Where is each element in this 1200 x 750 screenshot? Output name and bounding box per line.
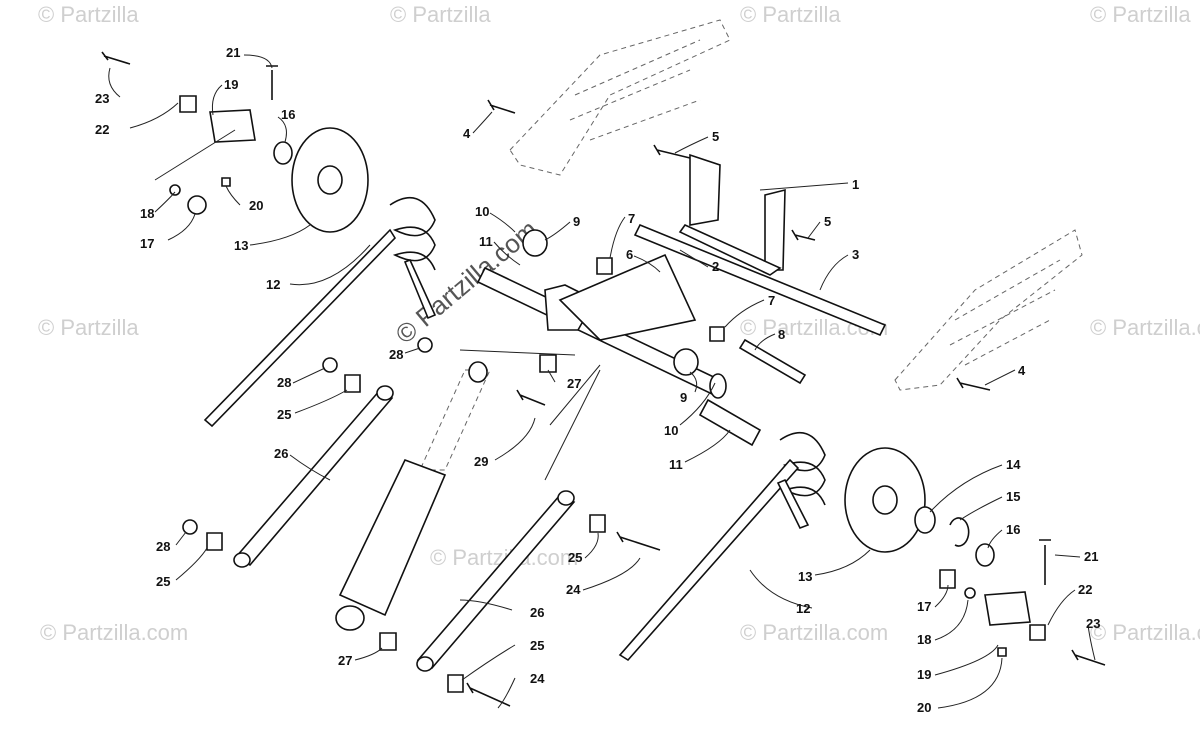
callout-9: 9 bbox=[680, 390, 687, 405]
callout-27: 27 bbox=[567, 376, 581, 391]
callout-26: 26 bbox=[274, 446, 288, 461]
callout-4: 4 bbox=[1018, 363, 1026, 378]
watermark: © Partzilla bbox=[390, 2, 491, 27]
callout-18: 18 bbox=[917, 632, 931, 647]
callout-11: 11 bbox=[479, 234, 493, 249]
callout-8: 8 bbox=[778, 327, 785, 342]
watermark: © Partzilla.com bbox=[1090, 620, 1200, 645]
callout-10: 10 bbox=[475, 204, 489, 219]
callout-23: 23 bbox=[95, 91, 109, 106]
watermark: © Partzilla bbox=[1090, 2, 1191, 27]
callout-27: 27 bbox=[338, 653, 352, 668]
callout-18: 18 bbox=[140, 206, 154, 221]
callout-19: 19 bbox=[224, 77, 238, 92]
callout-25: 25 bbox=[277, 407, 291, 422]
callout-21: 21 bbox=[1084, 549, 1098, 564]
callout-25: 25 bbox=[568, 550, 582, 565]
callout-26: 26 bbox=[530, 605, 544, 620]
callout-3: 3 bbox=[852, 247, 859, 262]
callout-7: 7 bbox=[628, 211, 635, 226]
callout-22: 22 bbox=[95, 122, 109, 137]
callout-22: 22 bbox=[1078, 582, 1092, 597]
callout-25: 25 bbox=[530, 638, 544, 653]
callout-13: 13 bbox=[234, 238, 248, 253]
callout-4: 4 bbox=[463, 126, 471, 141]
leader-lines bbox=[108, 54, 1096, 709]
link-arm-right bbox=[416, 490, 576, 672]
callout-12: 12 bbox=[266, 277, 280, 292]
callout-7: 7 bbox=[768, 293, 775, 308]
callout-20: 20 bbox=[249, 198, 263, 213]
main-axle bbox=[476, 253, 727, 399]
link-arm-left bbox=[233, 385, 394, 568]
idler-wheel-right bbox=[844, 447, 926, 553]
callout-28: 28 bbox=[156, 539, 170, 554]
callout-5: 5 bbox=[824, 214, 831, 229]
cross-shaft bbox=[633, 223, 887, 337]
callout-28: 28 bbox=[277, 375, 291, 390]
watermark: © Partzilla bbox=[38, 315, 139, 340]
pin-shaft bbox=[738, 338, 807, 385]
callout-24: 24 bbox=[566, 582, 581, 597]
callout-17: 17 bbox=[917, 599, 931, 614]
hardware-parts bbox=[101, 51, 1106, 707]
callout-23: 23 bbox=[1086, 616, 1100, 631]
callout-15: 15 bbox=[1006, 489, 1020, 504]
callout-28: 28 bbox=[389, 347, 403, 362]
callout-5: 5 bbox=[712, 129, 719, 144]
shock-absorber bbox=[335, 361, 491, 631]
callout-21: 21 bbox=[226, 45, 240, 60]
lower-frame-rail bbox=[894, 229, 1083, 391]
callout-10: 10 bbox=[664, 423, 678, 438]
watermark: © Partzilla bbox=[740, 2, 841, 27]
callout-1: 1 bbox=[852, 177, 859, 192]
upper-frame-rail bbox=[509, 19, 731, 176]
callout-25: 25 bbox=[156, 574, 170, 589]
idler-wheel-left bbox=[291, 127, 369, 233]
callout-13: 13 bbox=[798, 569, 812, 584]
callout-2: 2 bbox=[712, 259, 719, 274]
watermark: © Partzilla.com bbox=[740, 620, 888, 645]
callout-12: 12 bbox=[796, 601, 810, 616]
callout-14: 14 bbox=[1006, 457, 1021, 472]
callout-9: 9 bbox=[573, 214, 580, 229]
callout-11: 11 bbox=[669, 457, 683, 472]
watermark: © Partzilla.com bbox=[40, 620, 188, 645]
callout-29: 29 bbox=[474, 454, 488, 469]
callout-labels: 23 22 19 21 16 18 17 20 13 12 4 5 1 5 2 … bbox=[95, 45, 1100, 715]
callout-24: 24 bbox=[530, 671, 545, 686]
torsion-spring-left bbox=[203, 196, 437, 428]
watermark: © Partzilla.com bbox=[1090, 315, 1200, 340]
torsion-spring-right bbox=[618, 431, 826, 662]
mounting-bracket bbox=[678, 153, 786, 276]
callout-20: 20 bbox=[917, 700, 931, 715]
callout-16: 16 bbox=[281, 107, 295, 122]
watermark: © Partzilla bbox=[38, 2, 139, 27]
callout-16: 16 bbox=[1006, 522, 1020, 537]
callout-19: 19 bbox=[917, 667, 931, 682]
callout-17: 17 bbox=[140, 236, 154, 251]
callout-6: 6 bbox=[626, 247, 633, 262]
